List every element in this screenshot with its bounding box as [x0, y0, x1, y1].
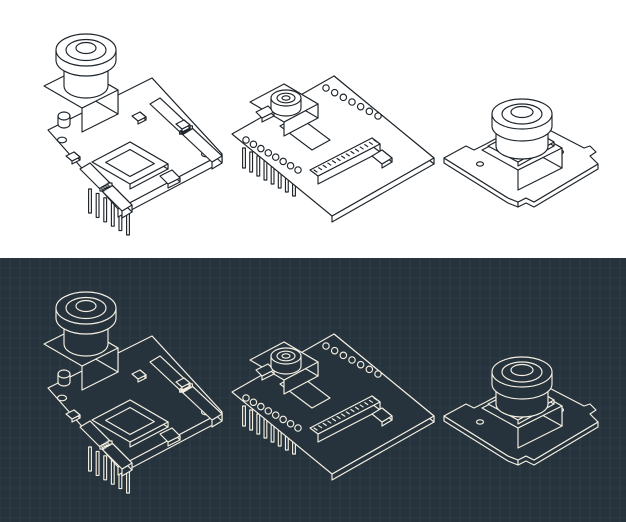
- camera-dev-board: [43, 33, 223, 236]
- light-drawing: [0, 0, 626, 258]
- dark-blueprint-panel: [0, 258, 626, 522]
- camera-sensor-module: [443, 356, 599, 466]
- dark-drawing: [0, 258, 626, 522]
- camera-sensor-module: [443, 98, 599, 208]
- light-blueprint-panel: [0, 0, 626, 258]
- camera-dev-board: [43, 291, 223, 494]
- camera-module-board: [231, 75, 435, 223]
- camera-module-board: [231, 333, 435, 481]
